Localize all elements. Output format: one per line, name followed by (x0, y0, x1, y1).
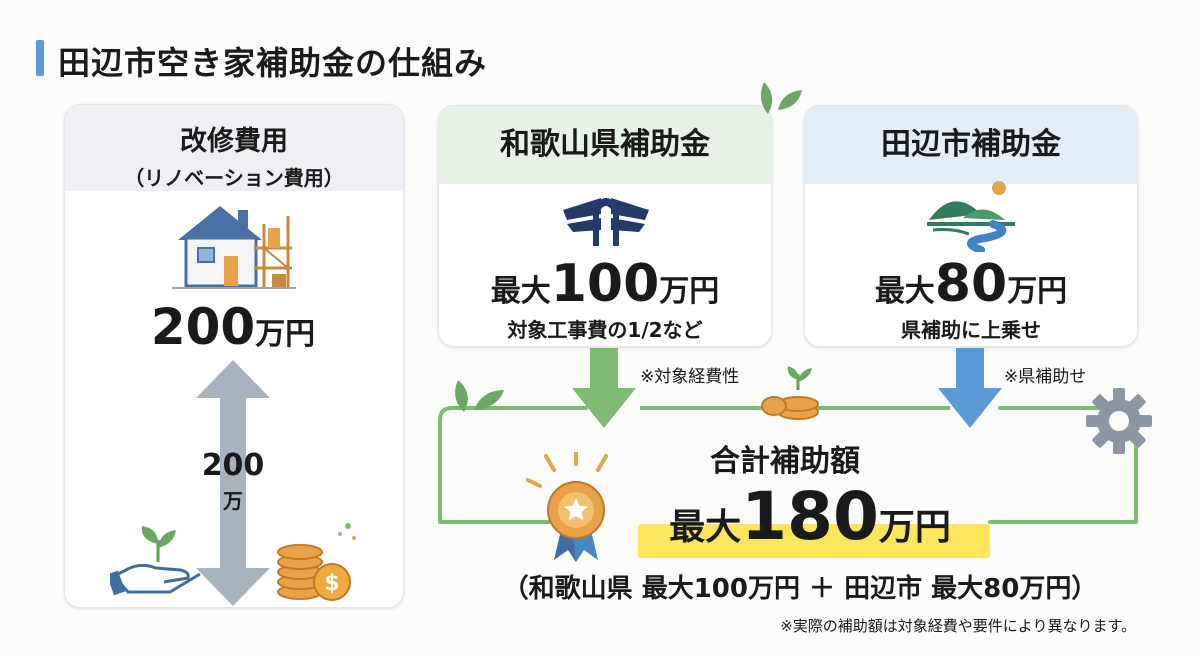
city-amount-unit: 万円 (1007, 274, 1068, 309)
prefecture-down-arrow (572, 348, 636, 428)
prefecture-arrow-note: ※対象経費性 (640, 367, 740, 387)
svg-text:$: $ (324, 571, 339, 596)
prefecture-emblem-icon (563, 198, 649, 246)
range-unit: 万 (223, 489, 243, 513)
renovation-header: 改修費用 （リノベーション費用） (65, 105, 403, 191)
prefecture-subsidy-card: 和歌山県補助金 最大100万円 対象工事費の1/2など (438, 105, 772, 347)
landscape-river-icon (927, 181, 1015, 252)
total-amount-unit: 万円 (878, 507, 951, 548)
renovation-amount-value: 200 (150, 298, 256, 356)
city-down-arrow (938, 348, 1002, 428)
coins-sprout-icon (761, 366, 819, 420)
total-amount: 最大180万円 (600, 478, 1020, 555)
leaves-icon (760, 82, 802, 114)
range-double-arrow (196, 360, 270, 606)
range-value: 200 (201, 448, 265, 483)
renovation-amount-unit: 万円 (255, 317, 316, 352)
city-amount: 最大80万円 (805, 254, 1137, 314)
gear-icon (1086, 388, 1152, 454)
sprout-left-icon (455, 380, 504, 412)
hand-sprout-icon (110, 526, 201, 596)
prefecture-amount-value: 100 (550, 254, 660, 314)
renovation-subheading: （リノベーション費用） (124, 166, 344, 190)
renovation-heading: 改修費用 (180, 126, 288, 157)
prefecture-amount-unit: 万円 (659, 274, 720, 309)
city-subsidy-card: 田辺市補助金 最大80万円 県補助に上乗せ (804, 105, 1138, 347)
page-title: 田辺市空き家補助金の仕組み (58, 44, 488, 82)
total-label: 合計補助額 (710, 444, 860, 479)
prefecture-amount: 最大100万円 (439, 254, 771, 314)
house-renovation-icon (172, 206, 296, 289)
coin-stack-icon: $ (277, 523, 356, 601)
total-highlight (638, 524, 990, 558)
city-amount-value: 80 (934, 254, 1008, 314)
range-label: 200 万 (190, 448, 276, 514)
total-amount-value: 180 (741, 478, 879, 555)
title-accent-bar (36, 40, 44, 76)
city-detail: 県補助に上乗せ (901, 318, 1041, 342)
total-breakdown: （和歌山県 最大100万円 ＋ 田辺市 最大80万円） (502, 574, 1098, 604)
award-rosette-icon (526, 452, 608, 562)
prefecture-heading: 和歌山県補助金 (439, 106, 771, 184)
city-arrow-note: ※県補助せ (1004, 367, 1087, 387)
city-amount-prefix: 最大 (874, 274, 935, 309)
renovation-amount: 200万円 (64, 298, 402, 356)
prefecture-detail: 対象工事費の1/2など (507, 318, 703, 342)
footnote: ※実際の補助額は対象経費や要件により異なります。 (780, 617, 1136, 635)
prefecture-amount-prefix: 最大 (490, 274, 551, 309)
total-amount-prefix: 最大 (669, 507, 742, 548)
city-heading: 田辺市補助金 (805, 106, 1137, 184)
